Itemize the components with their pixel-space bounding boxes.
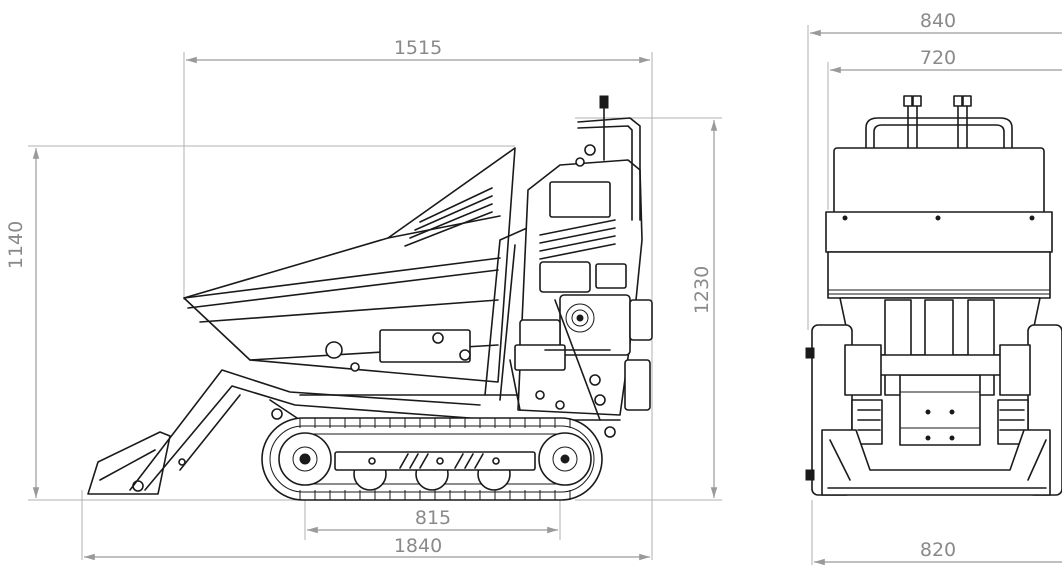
track-assembly <box>261 417 603 501</box>
rail-slashes <box>399 453 484 469</box>
control-levers <box>903 95 972 149</box>
handlebar <box>575 95 641 221</box>
front-shovel <box>87 431 186 495</box>
dim-1515-label: 1515 <box>394 37 442 59</box>
track-rail <box>334 451 536 471</box>
side-extension-lines <box>28 52 722 560</box>
front-handle <box>865 95 1013 149</box>
loader-arm <box>129 369 481 491</box>
dim-840-label: 840 <box>920 10 956 32</box>
track-links <box>299 418 571 500</box>
dim-820-label: 820 <box>920 539 956 561</box>
front-extension-lines <box>807 25 829 565</box>
front-center-frame <box>869 299 1011 446</box>
dim-815-label: 815 <box>415 507 451 529</box>
engine <box>509 261 653 421</box>
front-shovel-blade <box>821 429 1051 496</box>
cover-vent-slots <box>539 219 616 260</box>
dim-720-label: 720 <box>920 47 956 69</box>
dim-1840-label: 1840 <box>394 535 442 557</box>
dim-1140-label: 1140 <box>5 221 27 269</box>
side-view: 1515 1140 1230 815 1840 <box>5 37 722 561</box>
dump-bin <box>183 147 516 383</box>
dim-1230-label: 1230 <box>691 266 713 314</box>
front-view: 840 720 820 <box>805 10 1062 565</box>
bin-vent-slots <box>404 187 493 247</box>
